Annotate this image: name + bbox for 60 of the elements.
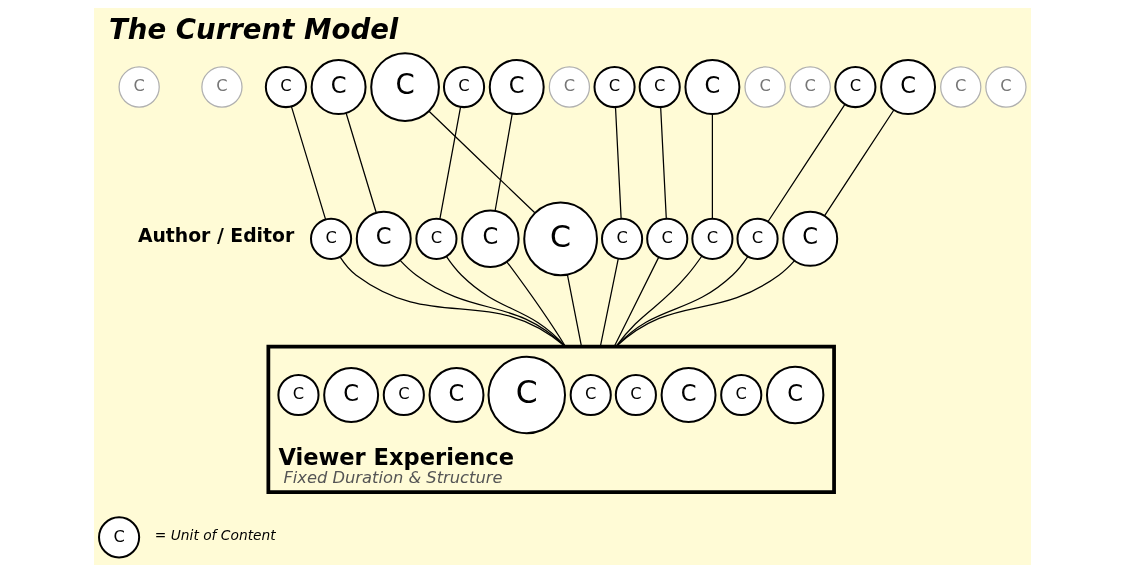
connector <box>505 261 566 348</box>
connector <box>823 109 894 217</box>
node-circle: C <box>600 217 643 260</box>
node-circle: C <box>200 66 243 108</box>
connector <box>494 113 513 212</box>
node-circle: C <box>660 367 717 423</box>
node-circle: C <box>460 209 520 269</box>
node-circle: C <box>765 365 824 425</box>
node-circle: C <box>522 201 598 277</box>
node-circle: C <box>355 210 412 267</box>
node-circle: C <box>276 373 320 417</box>
node-circle: C <box>593 66 636 109</box>
connector <box>338 256 566 348</box>
connector <box>427 110 535 214</box>
node-circle: C <box>487 355 566 435</box>
node-circle: C <box>690 217 733 260</box>
node-circle: C <box>488 59 545 116</box>
node-circle: C <box>310 59 367 116</box>
node-circle: C <box>614 373 657 417</box>
connector <box>614 255 702 348</box>
node-circle: C <box>879 59 936 116</box>
node-circle: C <box>382 373 425 417</box>
node-circle: C <box>117 66 160 108</box>
node-circle: C <box>97 516 140 559</box>
connector <box>614 106 622 219</box>
node-circle: C <box>369 52 440 122</box>
connector <box>767 103 846 222</box>
connector <box>290 106 326 220</box>
diagram-title: The Current Model <box>108 12 398 46</box>
connector <box>613 256 659 348</box>
node-circle: C <box>833 66 876 109</box>
node-circle: C <box>414 217 457 260</box>
node-circle: C <box>683 59 740 116</box>
connector <box>399 259 566 348</box>
node-circle: C <box>781 210 838 267</box>
connector <box>566 274 582 348</box>
node-circle: C <box>719 373 762 417</box>
node-circle: C <box>548 66 590 108</box>
node-circle: C <box>428 367 484 423</box>
node-circle: C <box>309 217 352 260</box>
connector <box>445 255 566 348</box>
node-circle: C <box>939 66 981 108</box>
connector <box>599 258 619 348</box>
node-circle: C <box>743 66 786 108</box>
node-circle: C <box>645 217 688 260</box>
connector <box>659 106 667 219</box>
connector <box>345 112 377 214</box>
connector <box>614 255 748 348</box>
connector <box>711 113 713 220</box>
node-circle: C <box>638 66 681 109</box>
node-circle: C <box>789 66 831 108</box>
node-circle: C <box>442 66 485 109</box>
label: Author / Editor <box>137 224 294 246</box>
connector <box>438 106 461 220</box>
node-circle: C <box>984 66 1027 108</box>
node-circle: C <box>264 66 307 109</box>
node-circle: C <box>322 367 379 423</box>
node-circle: C <box>569 373 612 417</box>
node-label: = Unit of Content <box>154 526 276 543</box>
node-circle: C <box>735 217 779 260</box>
